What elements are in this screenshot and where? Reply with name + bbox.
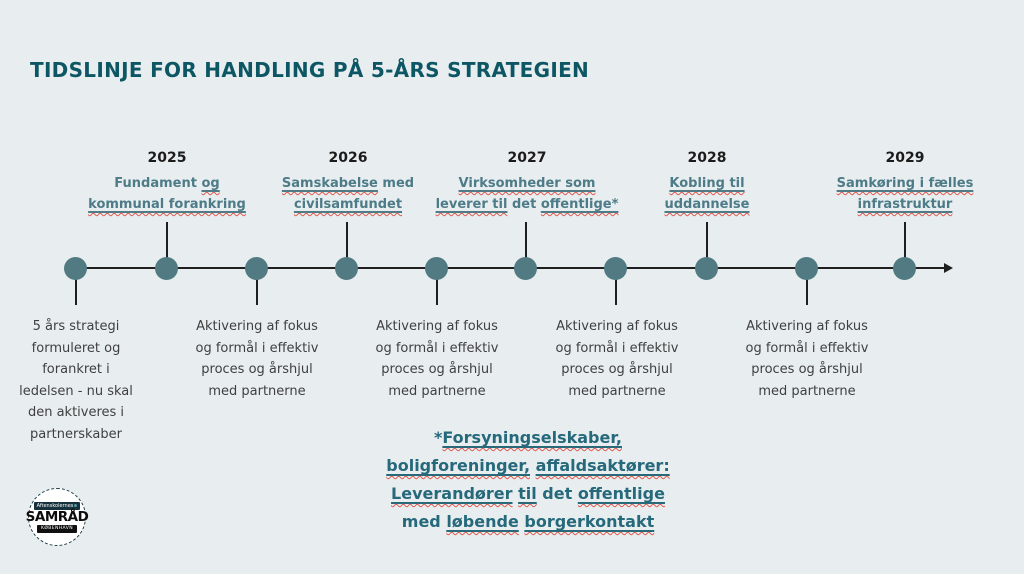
footnote-line: *Forsyningselskaber, xyxy=(434,428,622,447)
timeline-dot xyxy=(514,257,537,280)
timeline-dot xyxy=(155,257,178,280)
timeline-dot xyxy=(604,257,627,280)
footnote-line: med løbende borgerkontakt xyxy=(401,512,655,531)
timeline-dot xyxy=(64,257,87,280)
year-number: 2027 xyxy=(507,150,547,166)
timeline-tick xyxy=(346,222,348,268)
timeline-dot xyxy=(245,257,268,280)
timeline-dot xyxy=(425,257,448,280)
page-title: TIDSLINJE FOR HANDLING PÅ 5-ÅRS STRATEGI… xyxy=(30,58,590,82)
timeline-axis xyxy=(76,267,944,269)
timeline-tick xyxy=(806,268,808,305)
logo-bottom-text: KØBENHAVN xyxy=(36,524,77,533)
footnote-line: boligforeninger, affaldsaktører: xyxy=(386,456,670,475)
timeline-tick xyxy=(706,222,708,268)
year-number: 2026 xyxy=(328,150,368,166)
timeline-tick xyxy=(436,268,438,305)
timeline-tick xyxy=(525,222,527,268)
samrad-logo: Aftenskolernes SAMRÅD KØBENHAVN xyxy=(25,488,89,546)
timeline-tick xyxy=(75,268,77,305)
logo-dot-icon xyxy=(74,504,78,507)
timeline-tick xyxy=(256,268,258,305)
timeline-arrowhead-icon xyxy=(944,263,953,273)
logo-main-text: SAMRÅD xyxy=(25,508,89,525)
timeline-tick xyxy=(904,222,906,268)
year-number: 2028 xyxy=(687,150,727,166)
year-number: 2029 xyxy=(885,150,925,166)
timeline-dot xyxy=(335,257,358,280)
timeline-dot xyxy=(795,257,818,280)
footnote: *Forsyningselskaber, boligforeninger, aff… xyxy=(318,424,738,536)
timeline-dot xyxy=(695,257,718,280)
timeline-tick xyxy=(166,222,168,268)
footnote-line: Leverandører til det offentlige xyxy=(391,484,665,503)
timeline-tick xyxy=(615,268,617,305)
year-number: 2025 xyxy=(147,150,187,166)
logo-top-text: Aftenskolernes xyxy=(33,501,81,510)
timeline-dot xyxy=(893,257,916,280)
